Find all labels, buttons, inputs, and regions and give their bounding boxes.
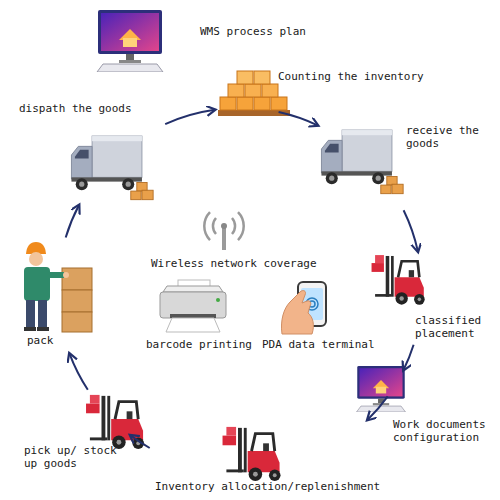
antenna-pole	[222, 228, 226, 250]
parcel-box	[62, 268, 92, 290]
parcel-box	[62, 290, 92, 312]
stock-box	[254, 97, 270, 110]
dispatch-truck	[71, 136, 153, 200]
process-station: pack	[15, 238, 110, 353]
stock-box	[271, 97, 287, 110]
process-station: dispath the goods	[15, 100, 165, 205]
cycle-arrow	[368, 396, 388, 420]
process-station: Wireless network coverage	[145, 205, 335, 275]
signal-wave	[238, 212, 244, 240]
process-station: Work documents configuration	[388, 370, 498, 467]
receiving-truck	[321, 130, 403, 194]
process-station: receive the goods	[318, 124, 498, 210]
stock-box	[237, 97, 253, 110]
printer-top	[163, 286, 223, 292]
cycle-arrow	[404, 210, 418, 251]
printer-slot	[170, 314, 216, 318]
process-station: Inventory allocation/replenishment	[150, 420, 385, 498]
worker-leg	[38, 300, 47, 328]
process-station: classified placement	[380, 252, 498, 344]
forklift	[223, 427, 281, 481]
printer-paper	[166, 318, 220, 332]
stock-box	[220, 97, 236, 110]
station-label: classified placement	[415, 314, 495, 340]
barcode-printer	[160, 280, 226, 332]
station-label: receive the goods	[406, 124, 491, 150]
station-label: PDA data terminal	[262, 338, 378, 351]
station-label: dispath the goods	[19, 102, 159, 115]
stock-box	[228, 84, 244, 97]
process-station: PDA data terminal	[260, 278, 378, 358]
cycle-arrow	[131, 435, 150, 448]
worker-shoe	[24, 327, 36, 331]
station-label: WMS process plan	[200, 25, 315, 38]
parcel-box	[62, 312, 92, 332]
stock-box	[237, 71, 253, 84]
station-label: Inventory allocation/replenishment	[155, 480, 385, 493]
cycle-arrow	[70, 354, 88, 390]
wms-monitor	[97, 10, 163, 72]
worker-shoe	[37, 327, 49, 331]
pda-terminal	[281, 282, 326, 334]
printer-body	[160, 292, 226, 318]
worker-hand	[63, 272, 69, 278]
station-label: Wireless network coverage	[151, 257, 331, 270]
worker-arm	[46, 272, 64, 278]
station-label: pack	[27, 334, 87, 347]
cycle-arrow	[404, 345, 414, 370]
station-label: Counting the inventory	[278, 70, 438, 83]
forklift	[372, 255, 425, 305]
forklift	[86, 395, 144, 449]
signal-wave	[204, 212, 210, 240]
cycle-arrow	[66, 205, 79, 237]
stock-box	[245, 84, 261, 97]
stock-box	[254, 71, 270, 84]
process-station: WMS process plan	[95, 8, 320, 74]
worker-face	[29, 252, 43, 266]
hand	[281, 291, 313, 334]
signal-wave	[213, 218, 216, 234]
station-label: barcode printing	[146, 338, 256, 351]
cycle-arrow	[165, 110, 215, 124]
antenna-tip	[221, 223, 227, 229]
station-label: pick up/ stock up goods	[24, 444, 124, 470]
process-station: barcode printing	[140, 278, 258, 358]
packing-worker	[24, 242, 92, 332]
wireless-antenna	[204, 212, 243, 250]
printer-button	[216, 298, 220, 302]
worker-leg	[26, 300, 35, 328]
cycle-arrow	[279, 112, 318, 125]
process-station: Counting the inventory	[215, 62, 455, 112]
signal-wave	[232, 218, 235, 234]
station-label: Work documents configuration	[393, 418, 493, 444]
process-station: pick up/ stock up goods	[20, 390, 130, 490]
stock-box	[262, 84, 278, 97]
